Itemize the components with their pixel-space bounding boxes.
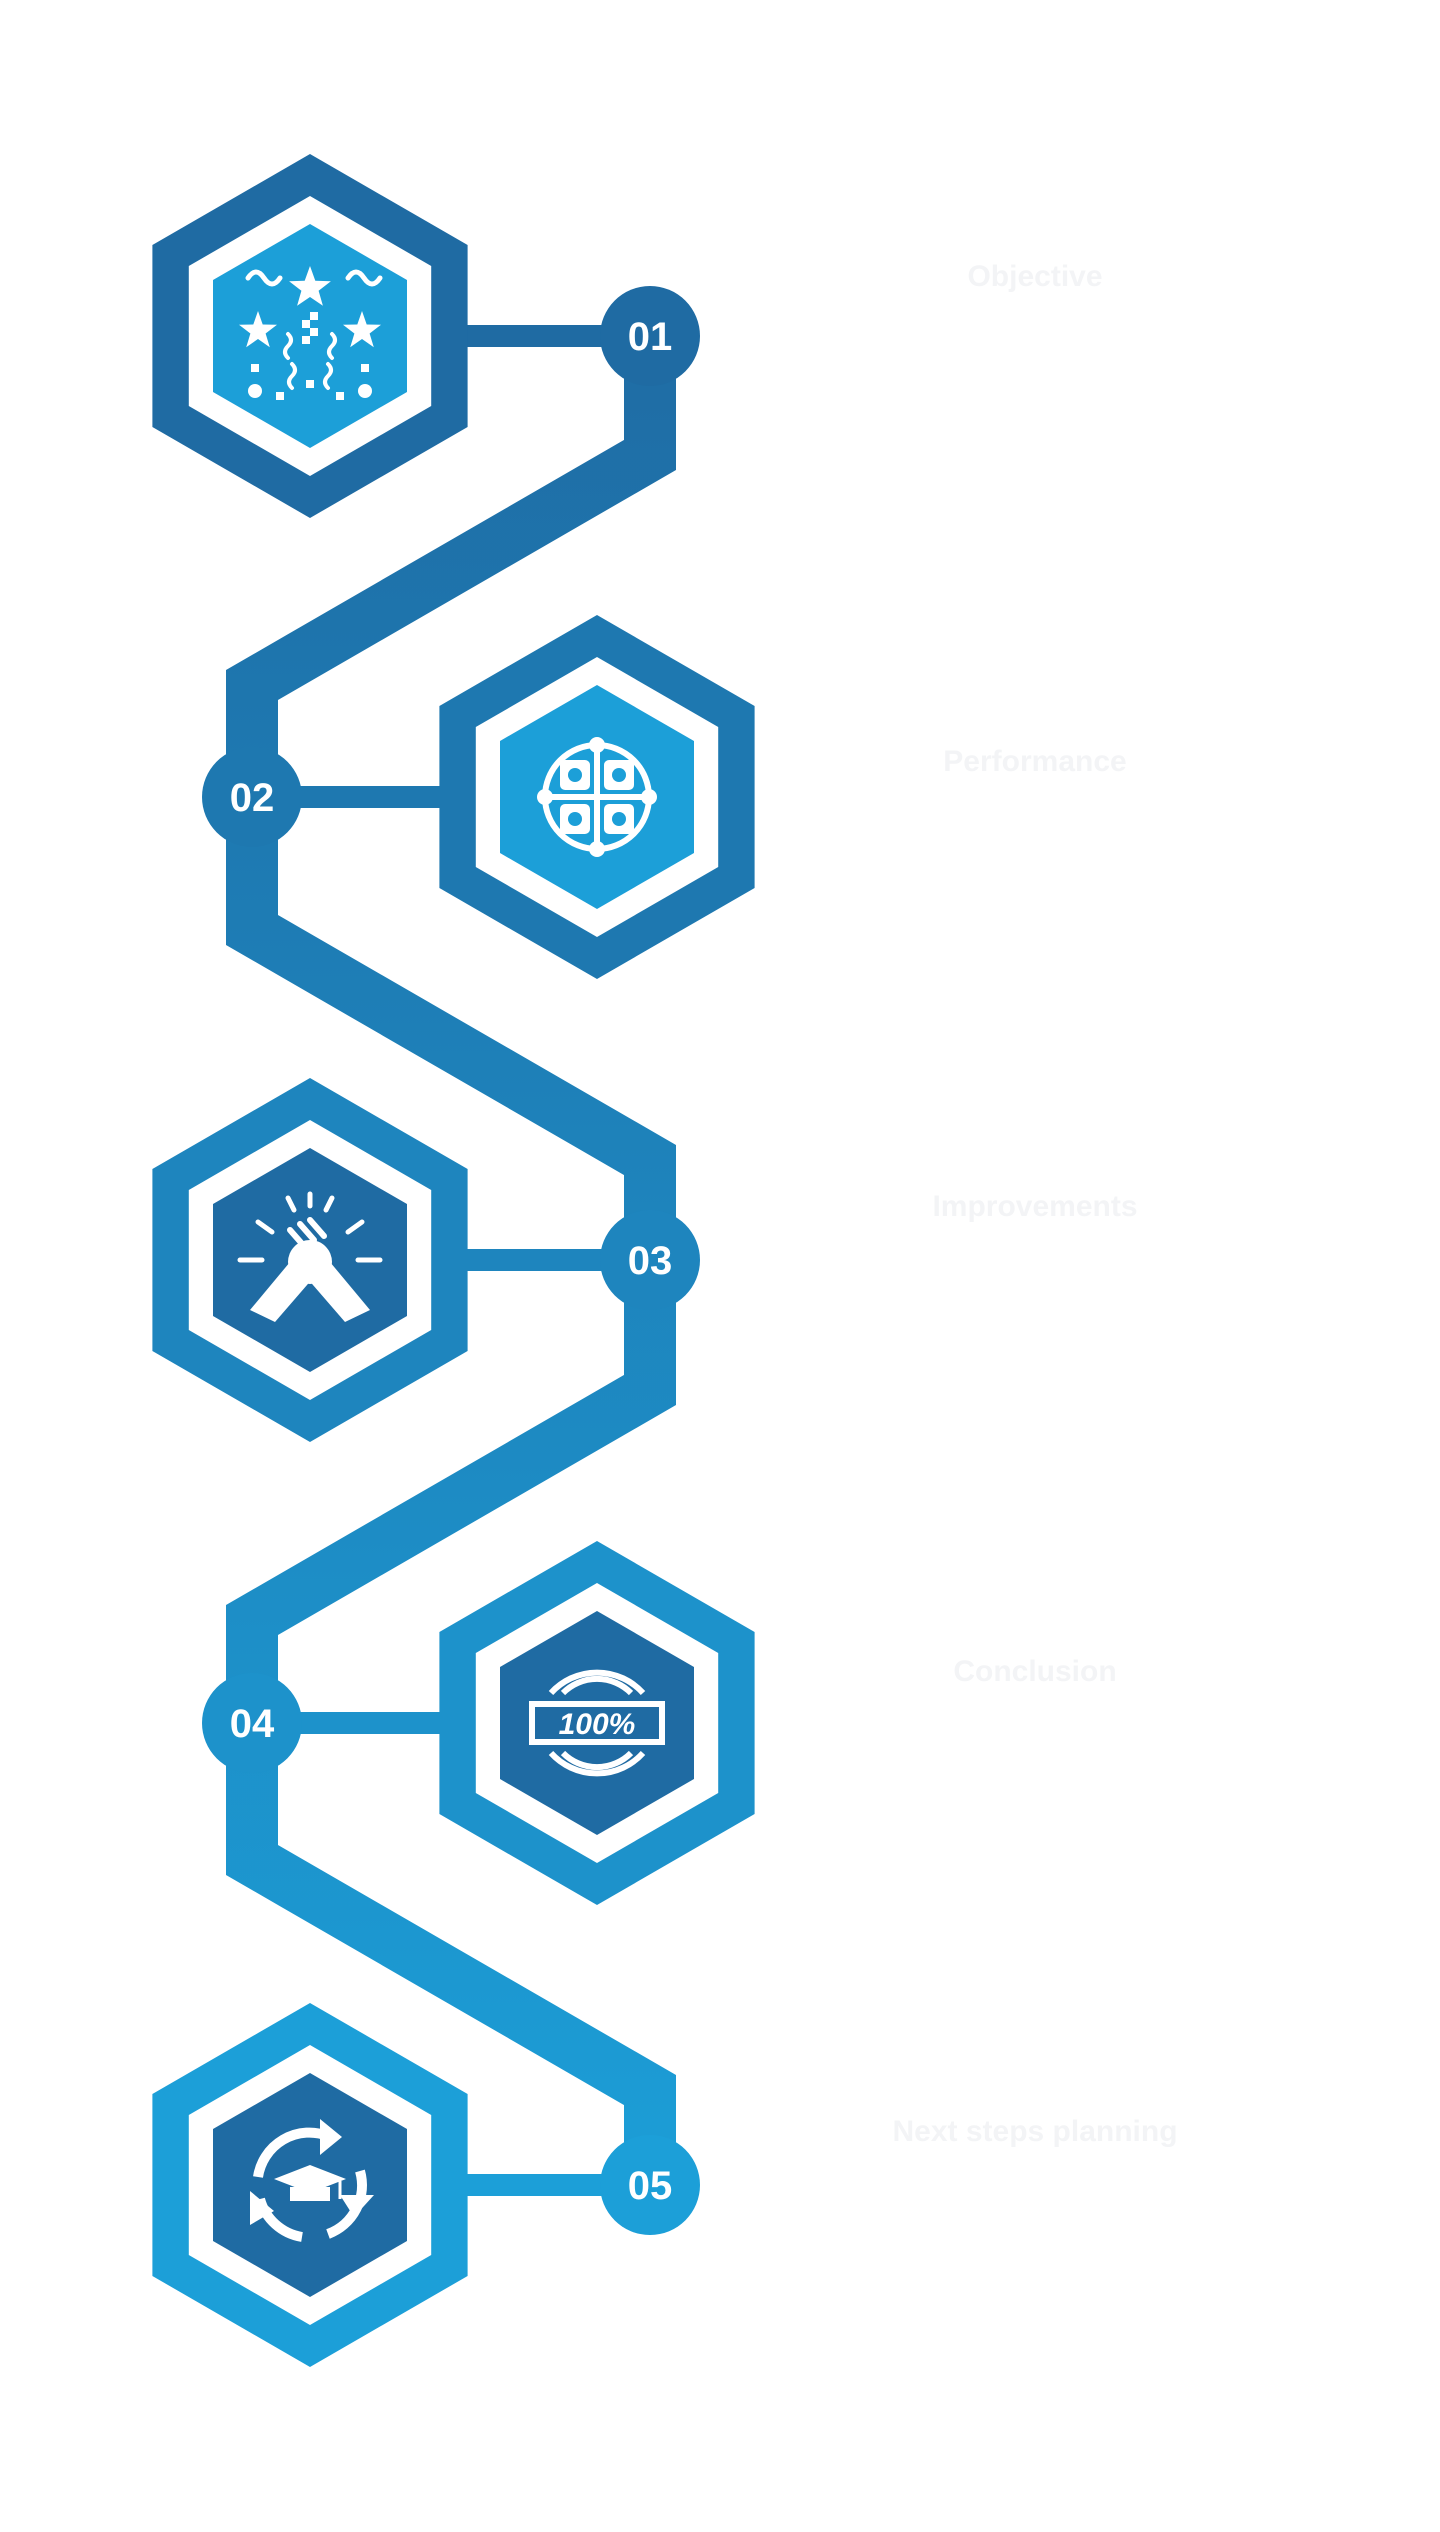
step-number-badges: 01 02 03 04 05 [202,286,700,2235]
step-hexagon-4: 100% [439,1541,755,1905]
celebration-stars-icon [239,266,383,400]
hexagon-icons: 100% [152,154,755,2367]
step-title-2: Performance [943,745,1127,778]
step-badge-1: 01 [600,286,700,386]
step-text-1: Objective [815,260,1255,304]
step-badge-4: 04 [202,1673,302,1773]
step-badge-2: 02 [202,747,302,847]
step-hexagon-3 [152,1078,468,1442]
step-title-5: Next steps planning [892,2115,1178,2148]
step-hexagon-5 [152,2003,468,2367]
step-number-1: 01 [628,315,673,359]
step-number-4: 04 [230,1702,275,1746]
step-hexagon-2 [439,615,755,979]
step-title-1: Objective [967,260,1103,293]
step-number-2: 02 [230,776,275,820]
step-text-3: Improvements [815,1190,1255,1234]
step-text-4: Conclusion [815,1655,1255,1699]
step-badge-3: 03 [600,1210,700,1310]
handshake-icon [237,1191,383,1322]
graduation-cycle-icon [250,2119,374,2242]
brain-puzzle-icon [537,737,657,857]
step-number-3: 03 [628,1239,673,1283]
step-text-5: Next steps planning [815,2115,1255,2159]
100-percent-gauge-icon: 100% [529,1669,665,1777]
step-title-4: Conclusion [953,1655,1117,1688]
svg-text:100%: 100% [559,1708,636,1741]
step-title-3: Improvements [932,1190,1138,1223]
step-badge-5: 05 [600,2135,700,2235]
step-hexagon-1 [152,154,468,518]
step-text-2: Performance [815,745,1255,789]
step-number-5: 05 [628,2164,673,2208]
